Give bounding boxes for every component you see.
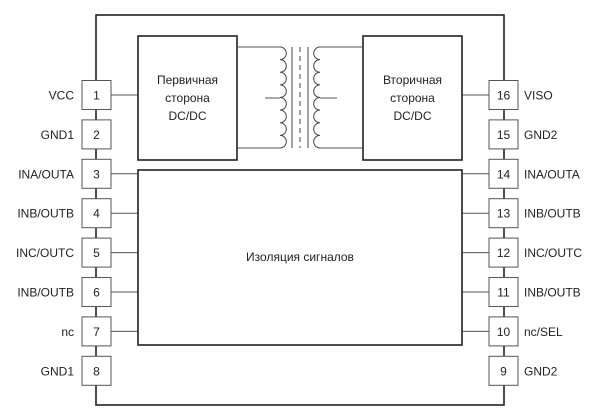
secondary-label-line2: сторона bbox=[390, 91, 435, 105]
pin-number: 16 bbox=[497, 89, 511, 103]
pin-12-box bbox=[488, 237, 519, 268]
pin-label: GND1 bbox=[41, 128, 75, 142]
pin-label: VISO bbox=[524, 89, 553, 103]
pin-1-box bbox=[81, 80, 112, 110]
pin-13-box bbox=[488, 198, 519, 229]
secondary-label-line1: Вторичная bbox=[383, 73, 442, 87]
pin-number: 1 bbox=[93, 89, 100, 103]
secondary-label-line3: DC/DC bbox=[394, 109, 432, 123]
pin-15-box bbox=[488, 119, 519, 150]
pin-number: 10 bbox=[497, 325, 511, 339]
signal-isolation-block bbox=[137, 169, 463, 346]
pin-label: INA/OUTA bbox=[18, 167, 74, 181]
primary-label-line3: DC/DC bbox=[169, 109, 207, 123]
pin-number: 8 bbox=[93, 364, 100, 378]
pin-number: 4 bbox=[93, 207, 100, 221]
pin-label: GND2 bbox=[524, 128, 558, 142]
pin-2-box bbox=[81, 119, 112, 150]
pin-5-box bbox=[81, 237, 112, 268]
pin-label: INB/OUTB bbox=[524, 286, 581, 300]
pin-label: INB/OUTB bbox=[17, 207, 74, 221]
pin-number: 9 bbox=[500, 364, 507, 378]
pin-number: 11 bbox=[497, 286, 510, 300]
pin-label: INA/OUTA bbox=[524, 167, 580, 181]
pin-4-box bbox=[81, 198, 112, 229]
pin-label: GND1 bbox=[41, 364, 75, 378]
pin-number: 12 bbox=[497, 246, 511, 260]
pin-9-box bbox=[488, 355, 519, 386]
pin-number: 14 bbox=[497, 167, 511, 181]
pin-label: GND2 bbox=[524, 364, 558, 378]
pin-number: 7 bbox=[93, 325, 100, 339]
pin-number: 5 bbox=[93, 246, 100, 260]
pin-label: INB/OUTB bbox=[17, 286, 74, 300]
pin-8-box bbox=[81, 355, 112, 386]
pin-number: 15 bbox=[497, 128, 511, 142]
primary-label-line1: Первичная bbox=[157, 73, 218, 87]
transformer-symbol bbox=[237, 46, 363, 149]
pin-number: 2 bbox=[93, 128, 100, 142]
pin-16-box bbox=[488, 80, 519, 110]
signal-isolation-label: Изоляция сигналов bbox=[246, 250, 354, 264]
pin-label: VCC bbox=[49, 89, 75, 103]
pin-number: 13 bbox=[497, 207, 511, 221]
pin-label: INC/OUTC bbox=[524, 246, 582, 260]
pin-11-box bbox=[488, 277, 519, 307]
pin-7-box bbox=[81, 316, 112, 347]
secondary-dcdc-block bbox=[362, 35, 463, 161]
pin-number: 6 bbox=[93, 286, 100, 300]
pin-3-box bbox=[81, 158, 112, 189]
pin-label: nc bbox=[61, 325, 74, 339]
pin-label: INC/OUTC bbox=[16, 246, 74, 260]
pin-14-box bbox=[488, 158, 519, 189]
primary-label-line2: сторона bbox=[165, 91, 210, 105]
pin-10-box bbox=[488, 316, 519, 347]
pin-6-box bbox=[81, 277, 112, 307]
primary-dcdc-block bbox=[137, 35, 238, 161]
pin-number: 3 bbox=[93, 167, 100, 181]
pin-label: nc/SEL bbox=[524, 325, 563, 339]
pin-label: INB/OUTB bbox=[524, 207, 581, 221]
